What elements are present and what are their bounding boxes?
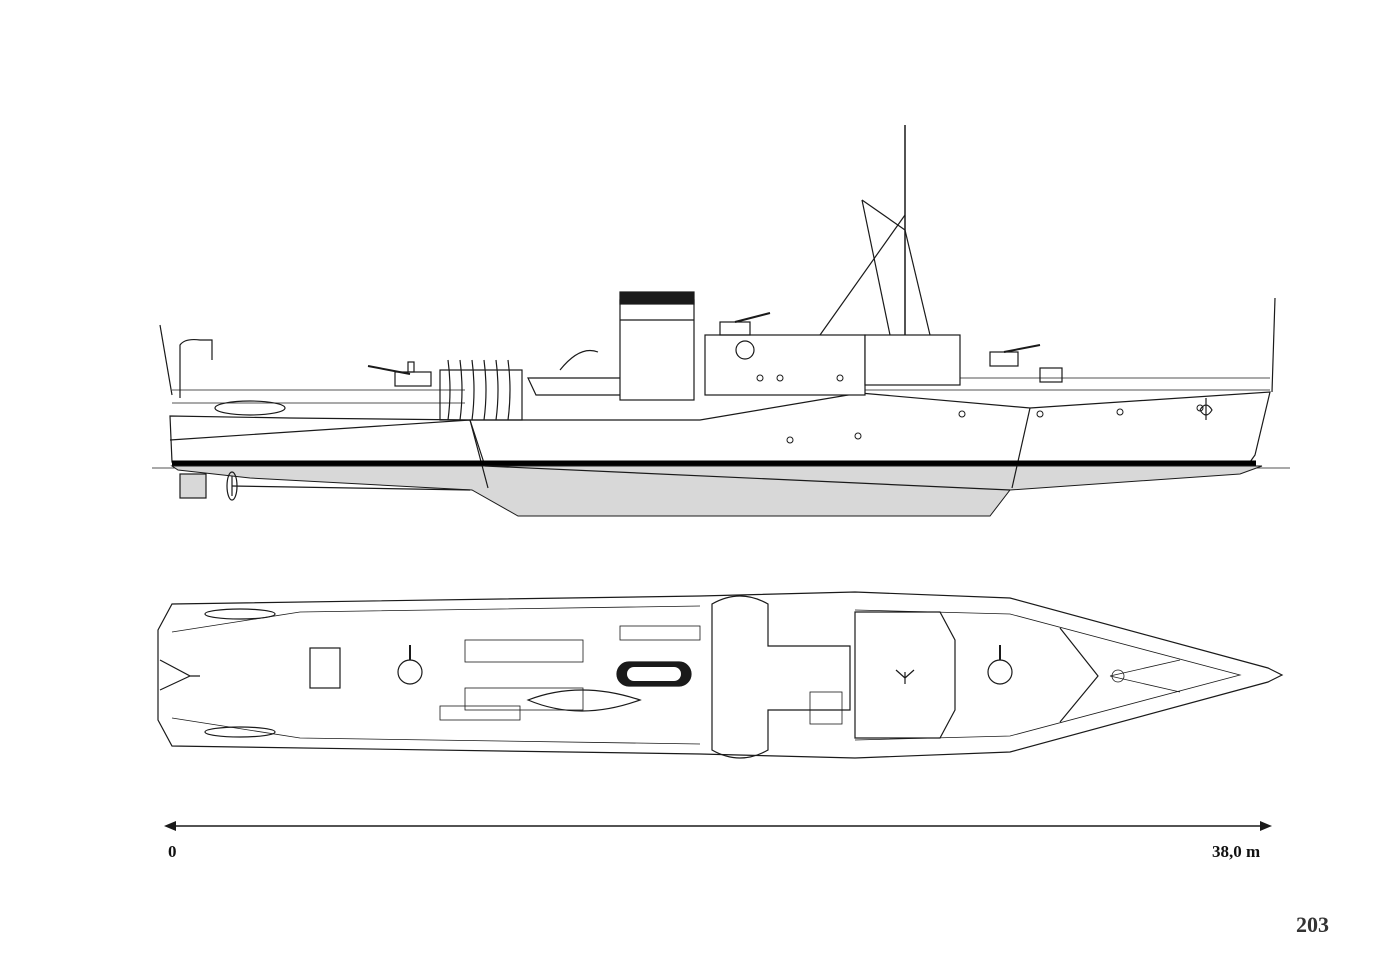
stern-davit — [179, 338, 213, 398]
plan-deckhouse — [711, 595, 851, 759]
bow-emblem-icon — [1199, 398, 1213, 420]
mast-stay-fwd — [904, 229, 931, 336]
plan-deck-edge-fwd — [854, 609, 1242, 741]
scale-arrow-left-icon — [164, 821, 176, 831]
hull-chine-line-2 — [484, 465, 1011, 491]
plan-ships-boat — [526, 689, 642, 712]
plan-forward-gun-icon — [987, 645, 1013, 685]
plan-breakwater — [1059, 627, 1099, 723]
anchor-windlass — [1039, 367, 1063, 383]
bow-jackstaff — [1271, 297, 1276, 393]
plan-stern-fitting — [159, 659, 200, 691]
plan-grating — [809, 691, 843, 725]
depth-charge-rack — [439, 359, 523, 421]
plan-boat-port — [204, 608, 276, 620]
plan-ready-racks — [439, 625, 701, 721]
forward-gun-icon — [989, 344, 1041, 367]
scale-end-label: 38,0 m — [1212, 842, 1261, 861]
hull-topsides — [169, 391, 1271, 463]
stern-boat — [214, 400, 286, 416]
plan-mast-base-icon — [895, 669, 915, 684]
mast-stay-fwd-2 — [861, 199, 891, 336]
plan-depth-charges — [464, 639, 584, 711]
funnel — [619, 299, 695, 401]
page-number: 203 — [1296, 912, 1329, 937]
aft-gun-icon — [367, 361, 432, 387]
bridge — [864, 334, 961, 386]
portholes — [756, 374, 1204, 444]
mast-stay-aft — [819, 214, 906, 336]
plan-winch — [309, 647, 341, 689]
plan-boat-starboard — [204, 726, 276, 738]
scale-start-label: 0 — [168, 842, 177, 861]
scale-bar — [164, 821, 1272, 831]
stern-flagstaff — [159, 324, 173, 396]
bridge-gun-icon — [719, 312, 771, 336]
hull-section-line-2 — [469, 419, 489, 489]
rudder — [179, 473, 207, 499]
underwater-hull — [170, 465, 1263, 517]
plan-deck-edge-top — [171, 605, 701, 633]
plan-deck-edge-bottom — [171, 717, 701, 745]
funnel-cap — [619, 291, 695, 305]
deck-plan-view — [157, 591, 1284, 759]
scale-arrow-right-icon — [1260, 821, 1272, 831]
plan-hull-outline — [157, 591, 1284, 759]
hull-section-line — [1011, 407, 1031, 489]
mast-yard — [861, 199, 906, 231]
plan-aft-gun-icon — [397, 645, 423, 685]
plan-funnel-inner — [627, 667, 681, 681]
plan-bridge — [854, 611, 956, 739]
plan-anchor-chains — [1109, 659, 1181, 693]
side-elevation-view — [152, 125, 1290, 517]
life-ring-icon — [735, 340, 755, 360]
deckhouse — [704, 334, 866, 396]
propeller-shaft — [231, 485, 471, 491]
